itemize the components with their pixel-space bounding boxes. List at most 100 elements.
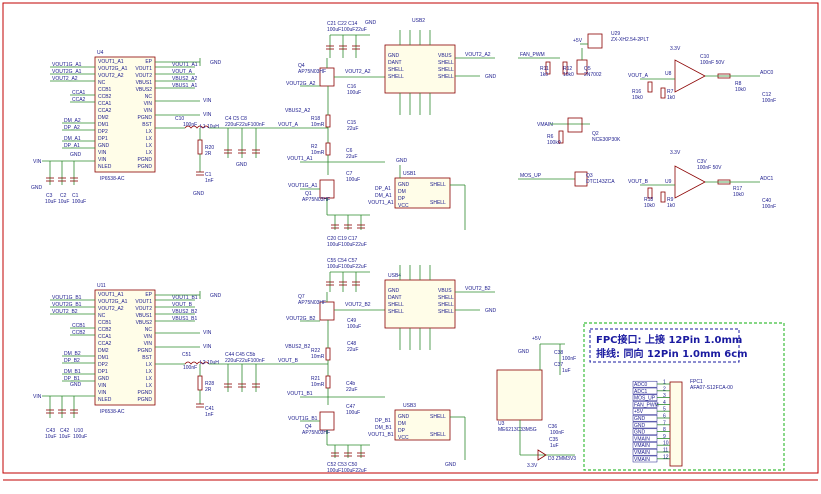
fpc-pin-net-label: VMAIN bbox=[634, 443, 650, 449]
fpc-pin-net-label: VMAIN bbox=[634, 436, 650, 442]
mosfet-q5-ref: Q5 bbox=[584, 66, 591, 72]
opamp-u9 bbox=[674, 165, 706, 199]
fpc1-connector bbox=[669, 381, 683, 467]
net-gnd-left-bottom: GND bbox=[70, 382, 82, 388]
cap-c20grp-val: 100uF100uF22uF bbox=[327, 242, 367, 248]
resistor-r18-val: 10mR bbox=[311, 122, 325, 128]
net-adc0: ADC0 bbox=[760, 70, 774, 76]
fpc-pin-net-label: VMAIN bbox=[634, 457, 650, 463]
net-vout2-b2-mid: VOUT2_B2 bbox=[345, 302, 371, 308]
net-vout2-a2-left: VOUT2_A2 bbox=[52, 76, 78, 82]
mosfet-q4b-ref: Q4 bbox=[305, 424, 312, 430]
fpc-note-textbox bbox=[589, 328, 740, 363]
mosfet-q4b-part: AP75N03HF bbox=[302, 430, 330, 436]
net-vin-bottom-right-1: VIN bbox=[203, 330, 212, 336]
usb2-pin-vbus: VBUS bbox=[438, 53, 452, 59]
ic-pin-label: GND bbox=[98, 376, 110, 382]
bottom-ic-body bbox=[94, 289, 156, 406]
ic-pin-label: VIN bbox=[98, 390, 107, 396]
net-mos-up: MOS_UP bbox=[520, 173, 542, 179]
ic-pin-label: VIN bbox=[144, 101, 153, 107]
net-vout-b-right: VOUT_B bbox=[172, 302, 193, 308]
fpc-pin-net-label: VMAIN bbox=[634, 450, 650, 456]
inductor-l1 bbox=[184, 125, 210, 129]
net-vout2g-a1: VOUT2G_A1 bbox=[52, 69, 82, 75]
resistor-r19-ref: R9 bbox=[667, 197, 674, 203]
cap-c20grp-ref: C20 C19 C17 bbox=[327, 236, 358, 242]
ic-pin-label: VOUT2 bbox=[135, 306, 152, 312]
diode-d3-symbol bbox=[537, 449, 547, 461]
cap-c4c5c6-val: 220uF22uF100nF bbox=[225, 122, 265, 128]
net-vbus2-a2-right: VBUS2_A2 bbox=[172, 76, 198, 82]
usb2-pin-shell2: SHELL bbox=[388, 74, 404, 80]
top-ic-part: IP6538-AC bbox=[100, 176, 125, 182]
usb3-pin-shell2: SHELL bbox=[430, 432, 446, 438]
top-ic-body bbox=[94, 56, 156, 173]
net-vout1g-b1-mid: VOUT1G_B1 bbox=[288, 416, 318, 422]
cap-c12-val: 100nF bbox=[762, 98, 776, 104]
resistor-r17-ref: R17 bbox=[733, 186, 742, 192]
ic-pin-label: DM2 bbox=[98, 348, 109, 354]
resistor-r16-val: 10k0 bbox=[632, 95, 643, 101]
resistor-r2 bbox=[325, 142, 331, 156]
cap-c4b-ref: C4b bbox=[346, 381, 355, 387]
net-dm-b1: DM_B1 bbox=[64, 369, 81, 375]
ic-pin-label: NC bbox=[145, 94, 153, 100]
ic-pin-label: LX bbox=[146, 129, 153, 135]
usb1-net-dp-a1: DP_A1 bbox=[375, 186, 391, 192]
opamp-adc0-block: 3.3V U8 C10 100nF 50V VOUT_A R16 10k0 R7… bbox=[628, 46, 776, 104]
ic-pin-label: PGND bbox=[138, 390, 153, 396]
net-gnd-left-top: GND bbox=[70, 152, 82, 158]
net-dm-b2: DM_B2 bbox=[64, 351, 81, 357]
ldo-3v3-out: 3.3V bbox=[527, 463, 538, 469]
bottom-ic-left-pins: VOUT1_A1VOUT2G_A1VOUT2_A2NCCCB1CCB2CCA1C… bbox=[98, 292, 128, 403]
bottom-usb-column: C55 C54 C57 100uF100uF22uF Q7 AP75N03HF … bbox=[285, 258, 497, 474]
net-vout1-a1-right: VOUT1_A1 bbox=[172, 62, 198, 68]
ldo-block: +5V U3 ME6213C33M5G GND C38 100nF C37 1u… bbox=[496, 336, 576, 469]
ic-pin-label: CCB1 bbox=[98, 320, 112, 326]
net-vout2g-b2: VOUT2G_B2 bbox=[286, 316, 316, 322]
ic-pin-label: BST bbox=[142, 122, 152, 128]
net-vout-b-line: VOUT_B bbox=[278, 358, 299, 364]
ic-pin-label: DP1 bbox=[98, 136, 108, 142]
bottom-ic-part: IP6538-AC bbox=[100, 409, 125, 415]
usb3-net-vout1-b1: VOUT1_B1 bbox=[368, 432, 394, 438]
ic-pin-label: VOUT1_A1 bbox=[98, 292, 124, 298]
resistor-r6-ref: R6 bbox=[547, 134, 554, 140]
usb3-connector bbox=[394, 409, 451, 441]
net-vbus2-b2-right: VBUS2_B2 bbox=[172, 309, 198, 315]
ic-pin-label: NC bbox=[98, 313, 106, 319]
usb4-pin-shell4: SHELL bbox=[438, 302, 454, 308]
net-vmain: VMAIN bbox=[537, 122, 553, 128]
cap-c47-val: 100uF bbox=[346, 410, 360, 416]
fpc1-ref: FPC1 bbox=[690, 379, 703, 385]
ic-pin-label: NLED bbox=[98, 164, 112, 170]
net-vout1g-a1-mid: VOUT1G_A1 bbox=[288, 183, 318, 189]
fpc-pin-number: 4 bbox=[663, 400, 666, 406]
fpc-pin-number: 9 bbox=[663, 434, 666, 440]
cap-c36-val: 100nF bbox=[550, 430, 564, 436]
resistor-r2-ref: R2 bbox=[311, 144, 318, 150]
mosfet-q5-part: 2N7002 bbox=[584, 72, 602, 78]
ldo-u3-part: ME6213C33M5G bbox=[498, 427, 537, 433]
cap-c55grp-ref: C55 C54 C57 bbox=[327, 258, 358, 264]
resistor-r18b-ref: R18 bbox=[644, 197, 653, 203]
ic-pin-label: VBUS1 bbox=[136, 313, 153, 319]
cap-c38-ref: C38 bbox=[554, 350, 563, 356]
net-vin-right-1: VIN bbox=[203, 98, 212, 104]
usb1-connector bbox=[394, 177, 451, 209]
adc0-3v3-label: 3.3V bbox=[670, 46, 681, 52]
net-vout2-b2-left: VOUT2_B2 bbox=[52, 309, 78, 315]
ldo-u3 bbox=[496, 369, 543, 421]
ic-pin-label: GND bbox=[98, 143, 110, 149]
top-usb-column: C21 C22 C14 100uF100uF22uF GND Q4 AP75N0… bbox=[285, 18, 497, 248]
ic-pin-label: VOUT2G_A1 bbox=[98, 299, 128, 305]
usb1-pin-vcc: VCC bbox=[398, 203, 409, 209]
cap-c41-ref: C41 bbox=[205, 406, 214, 412]
resistor-r16 bbox=[647, 81, 653, 93]
cap-c47-ref: C47 bbox=[346, 404, 355, 410]
fpc-pin-number: 12 bbox=[663, 454, 669, 460]
top-ic-gnd-ep: GND bbox=[210, 60, 222, 66]
usb1-gnd: GND bbox=[396, 158, 408, 164]
